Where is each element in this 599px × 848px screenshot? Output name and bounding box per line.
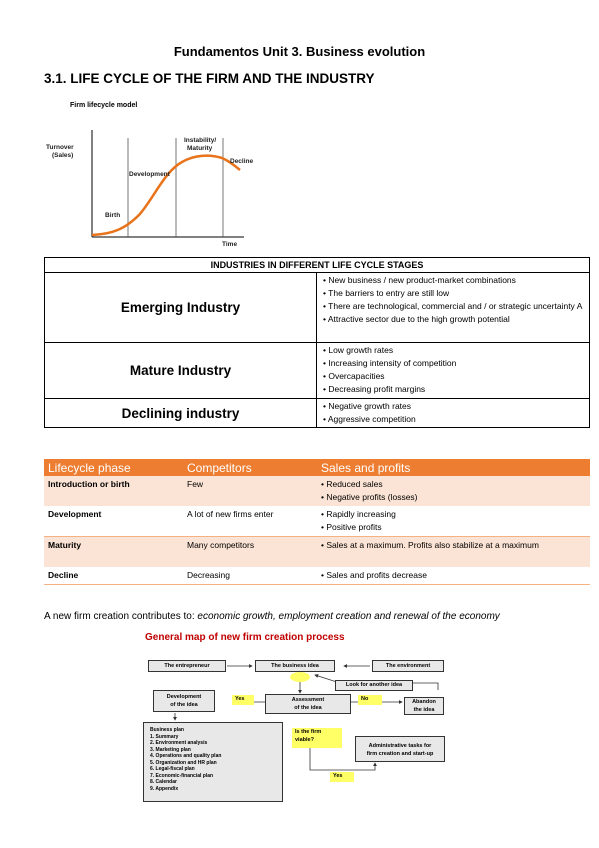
industry-name: Emerging Industry — [44, 272, 317, 343]
administrative-tasks-label-2: firm creation and start-up — [366, 750, 434, 757]
process-map-title: General map of new firm creation process — [145, 632, 345, 643]
stage-label-maturity-2: Maturity — [187, 145, 213, 152]
bullet: • Sales at a maximum. Profits also stabi… — [321, 540, 539, 550]
development-label: Development — [166, 694, 202, 700]
sales-cell: • Sales at a maximum. Profits also stabi… — [317, 536, 590, 567]
environment-box: The environment — [372, 660, 444, 672]
industry-characteristics: • Low growth rates • Increasing intensit… — [316, 342, 590, 399]
table-row: Maturity Many competitors • Sales at a m… — [44, 536, 590, 567]
stage-label-development: Development — [129, 171, 171, 178]
phase-cell: Development — [44, 506, 183, 537]
lightbulb-icon — [290, 672, 310, 682]
assessment-label-2: of the idea — [294, 704, 322, 711]
section-heading: 3.1. LIFE CYCLE OF THE FIRM AND THE INDU… — [44, 71, 375, 86]
industry-name: Mature Industry — [44, 342, 317, 399]
stage-label-birth: Birth — [105, 212, 120, 219]
stage-label-maturity: Instability/ — [184, 137, 216, 144]
viability-question-2: viable? — [295, 736, 314, 743]
plan-item: 9. Appendix — [150, 785, 179, 792]
industries-table: INDUSTRIES IN DIFFERENT LIFE CYCLE STAGE… — [44, 257, 590, 428]
column-header: Competitors — [183, 459, 317, 476]
bullet: • Low growth rates — [323, 345, 394, 355]
bullet: • Rapidly increasing — [321, 509, 396, 519]
sales-cell: • Rapidly increasing • Positive profits — [317, 506, 590, 537]
bullet: • There are technological, commercial an… — [323, 301, 583, 311]
bullet: • Negative profits (losses) — [321, 492, 418, 502]
figure-caption: Firm lifecycle model — [70, 102, 138, 109]
viability-question: Is the firm — [295, 729, 322, 735]
bullet: • Negative growth rates — [323, 401, 412, 411]
contribution-italic: economic growth, employment creation and… — [197, 611, 500, 622]
y-axis-label-unit: (Sales) — [52, 152, 73, 159]
bullet: • Reduced sales — [321, 479, 383, 489]
contribution-sentence: A new firm creation contributes to: econ… — [44, 611, 500, 622]
column-header: Sales and profits — [317, 459, 590, 476]
abandon-box: Abandon the idea — [404, 697, 444, 715]
bullet: • Positive profits — [321, 522, 382, 532]
sales-curve — [91, 154, 241, 237]
yes-label: Yes — [232, 695, 254, 705]
industries-table-header: INDUSTRIES IN DIFFERENT LIFE CYCLE STAGE… — [44, 257, 590, 273]
entrepreneur-box: The entrepreneur — [148, 660, 226, 672]
development-box: Development of the idea — [153, 690, 215, 712]
table-row: Development A lot of new firms enter • R… — [44, 506, 590, 537]
bullet: • Aggressive competition — [323, 414, 416, 424]
business-plan-title: Business plan — [150, 727, 184, 733]
assessment-label: Assessment — [291, 697, 325, 703]
bullet: • Increasing intensity of competition — [323, 358, 457, 368]
contribution-prefix: A new firm creation contributes to: — [44, 611, 198, 622]
phase-cell: Introduction or birth — [44, 476, 183, 506]
y-axis-label: Turnover — [46, 144, 74, 151]
bullet: • Attractive sector due to the high grow… — [323, 314, 510, 324]
plan-item: 2. Environment analysis — [150, 740, 208, 746]
viability-question-box: Is the firm viable? — [292, 728, 342, 748]
lifecycle-figure: Turnover (Sales) Birth Development Insta… — [46, 130, 254, 248]
lifecycle-phase-table: Lifecycle phase Competitors Sales and pr… — [44, 459, 590, 585]
industry-characteristics: • New business / new product-market comb… — [316, 272, 590, 343]
document-title: Fundamentos Unit 3. Business evolution — [173, 44, 426, 59]
plan-item: 7. Economic-financial plan — [150, 772, 214, 779]
abandon-label-2: the idea — [413, 706, 435, 713]
yes-label: Yes — [330, 772, 354, 782]
competitors-cell: Many competitors — [183, 536, 317, 567]
plan-item: 8. Calendar — [150, 779, 177, 785]
development-label-2: of the idea — [170, 702, 198, 708]
administrative-tasks-box: Administrative tasks for firm creation a… — [355, 736, 445, 762]
table-row: Decline Decreasing • Sales and profits d… — [44, 566, 590, 585]
stage-label-decline: Decline — [230, 158, 254, 165]
sales-cell: • Sales and profits decrease — [317, 566, 590, 585]
plan-item: 5. Organization and HR plan — [150, 759, 217, 766]
business-idea-box: The business idea — [255, 660, 335, 672]
table-row: Introduction or birth Few • Reduced sale… — [44, 476, 590, 506]
industry-characteristics: • Negative growth rates • Aggressive com… — [316, 398, 590, 428]
plan-item: 4. Operations and quality plan — [150, 753, 222, 759]
no-label: No — [358, 695, 382, 705]
bullet: • New business / new product-market comb… — [323, 275, 516, 285]
assessment-box: Assessment of the idea — [265, 694, 351, 714]
business-plan-box: Business plan 1. Summary 2. Environment … — [143, 722, 283, 802]
bullet: • The barriers to entry are still low — [323, 288, 450, 298]
competitors-cell: Few — [183, 476, 317, 506]
plan-item: 6. Legal-fiscal plan — [150, 766, 195, 772]
sales-cell: • Reduced sales • Negative profits (loss… — [317, 476, 590, 506]
phase-cell: Maturity — [44, 536, 183, 567]
competitors-cell: A lot of new firms enter — [183, 506, 317, 537]
competitors-cell: Decreasing — [183, 566, 317, 585]
plan-item: 1. Summary — [150, 733, 179, 740]
bullet: • Decreasing profit margins — [323, 384, 426, 394]
column-header: Lifecycle phase — [44, 459, 183, 476]
phase-cell: Decline — [44, 566, 183, 585]
bullet: • Sales and profits decrease — [321, 569, 427, 580]
industry-name: Declining industry — [44, 398, 317, 428]
arrow — [410, 682, 439, 690]
look-for-another-idea-box: Look for another idea — [335, 680, 413, 691]
abandon-label: Abandon — [412, 699, 436, 705]
arrow — [309, 740, 377, 771]
bullet: • Overcapacities — [323, 371, 385, 381]
plan-item: 3. Marketing plan — [150, 746, 191, 753]
x-axis-label: Time — [222, 241, 237, 248]
administrative-tasks-label: Administrative tasks for — [368, 743, 432, 749]
